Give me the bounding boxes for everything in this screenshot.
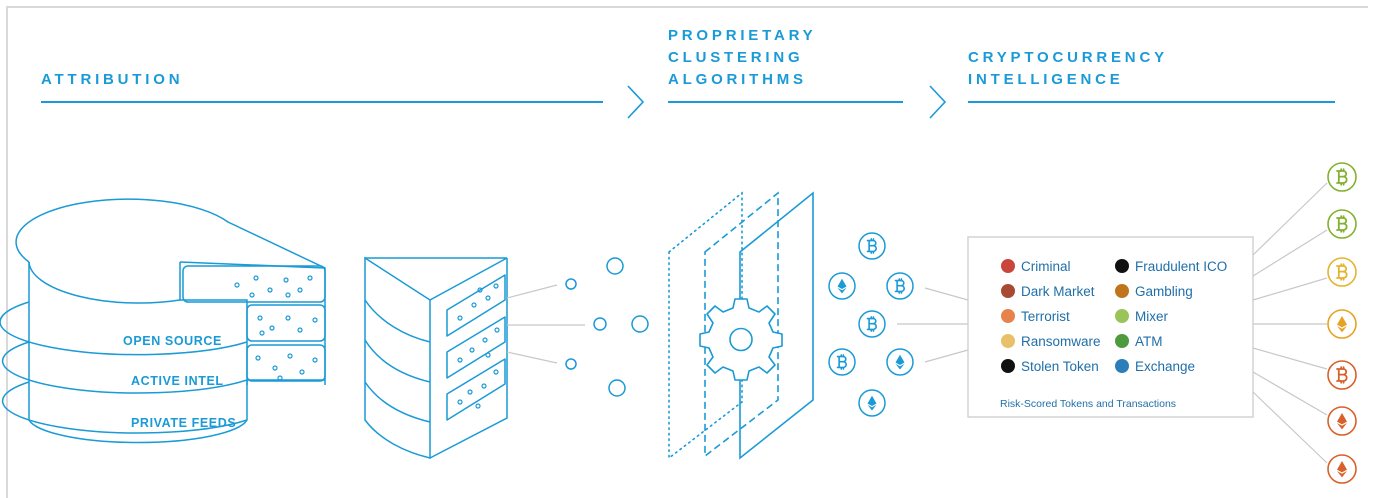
legend-footer: Risk-Scored Tokens and Transactions: [1000, 398, 1176, 410]
header-intelligence-line-2: INTELLIGENCE: [968, 71, 1124, 88]
chevron-right-icon: [627, 85, 645, 119]
ethereum-icon: [858, 389, 886, 417]
output-tokens: [1252, 162, 1357, 484]
output-connector-line: [1252, 277, 1328, 301]
bitcoin-icon: [858, 310, 886, 338]
header-intelligence: CRYPTOCURRENCY INTELLIGENCE: [968, 49, 1335, 103]
legend-swatch: [1001, 334, 1015, 348]
legend-swatch: [1115, 359, 1129, 373]
header-attribution-title: ATTRIBUTION: [41, 71, 183, 88]
legend-swatch: [1001, 309, 1015, 323]
data-slice: [364, 256, 508, 459]
clustering-panels: [668, 191, 814, 460]
legend-label: Ransomware: [1021, 334, 1101, 349]
layer-label-private-feeds: PRIVATE FEEDS: [131, 416, 236, 430]
gear-icon: [699, 298, 783, 381]
bitcoin-icon: [1327, 209, 1357, 239]
legend-swatch: [1115, 259, 1129, 273]
legend-item: Stolen Token: [1001, 359, 1099, 374]
legend-swatch: [1001, 359, 1015, 373]
bitcoin-icon: [858, 232, 886, 260]
legend-label: Stolen Token: [1021, 359, 1099, 374]
header-clustering: PROPRIETARY CLUSTERING ALGORITHMS: [668, 27, 903, 103]
output-connector-line: [1252, 371, 1328, 416]
ethereum-icon: [1327, 309, 1357, 339]
bitcoin-icon: [828, 348, 856, 376]
legend-label: Criminal: [1021, 259, 1071, 274]
output-connector-line: [1252, 182, 1328, 256]
legend-label: Exchange: [1135, 359, 1195, 374]
legend-swatch: [1001, 259, 1015, 273]
legend-item: Dark Market: [1001, 284, 1095, 299]
legend-label: ATM: [1135, 334, 1163, 349]
legend-item: Ransomware: [1001, 334, 1101, 349]
ethereum-icon: [828, 272, 856, 300]
output-connector-line: [1252, 391, 1328, 464]
header-clustering-line-3: ALGORITHMS: [668, 71, 807, 88]
header-intelligence-line-1: CRYPTOCURRENCY: [968, 49, 1168, 66]
header-attribution: ATTRIBUTION: [41, 71, 603, 103]
legend-label: Mixer: [1135, 309, 1169, 324]
header-clustering-line-2: CLUSTERING: [668, 49, 804, 66]
legend-label: Terrorist: [1021, 309, 1070, 324]
legend-item: Fraudulent ICO: [1115, 259, 1227, 274]
data-bubbles: [565, 257, 649, 397]
legend-item: Mixer: [1115, 309, 1169, 324]
legend-item: Criminal: [1001, 259, 1071, 274]
clustered-tokens: [828, 232, 914, 417]
bitcoin-icon: [886, 272, 914, 300]
header-clustering-line-1: PROPRIETARY: [668, 27, 816, 44]
legend-swatch: [1115, 334, 1129, 348]
legend-label: Dark Market: [1021, 284, 1095, 299]
bitcoin-icon: [1327, 360, 1357, 390]
legend-label: Gambling: [1135, 284, 1193, 299]
layer-label-open-source: OPEN SOURCE: [123, 334, 222, 348]
token-connector-lines: [897, 287, 969, 363]
ethereum-icon: [886, 348, 914, 376]
slice-connector-lines: [506, 284, 585, 364]
legend-item: Exchange: [1115, 359, 1195, 374]
data-sources-cylinder: [0, 198, 326, 444]
chevron-right-icon: [929, 85, 947, 119]
legend-item: Terrorist: [1001, 309, 1070, 324]
bitcoin-icon: [1327, 162, 1357, 192]
legend-item: Gambling: [1115, 284, 1193, 299]
page-frame: [6, 6, 1368, 498]
output-connector-line: [1252, 347, 1328, 370]
ethereum-icon: [1327, 454, 1357, 484]
legend-item: ATM: [1115, 334, 1163, 349]
bitcoin-icon: [1327, 257, 1357, 287]
legend-swatch: [1001, 284, 1015, 298]
legend-swatch: [1115, 309, 1129, 323]
legend-label: Fraudulent ICO: [1135, 259, 1227, 274]
layer-label-active-intel: ACTIVE INTEL: [131, 374, 224, 388]
output-connector-line: [1252, 229, 1328, 277]
legend-swatch: [1115, 284, 1129, 298]
ethereum-icon: [1327, 406, 1357, 436]
